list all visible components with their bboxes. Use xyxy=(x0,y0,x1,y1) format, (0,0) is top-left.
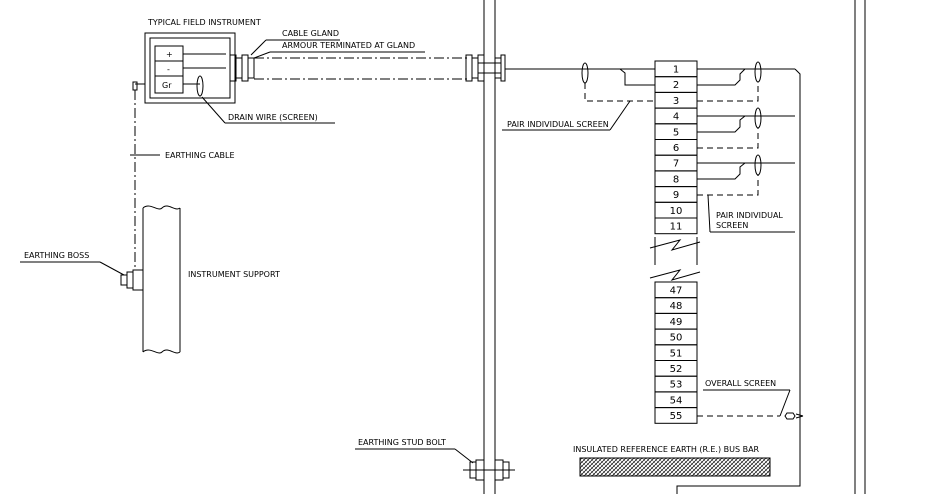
armour-terminated-label: ARMOUR TERMINATED AT GLAND xyxy=(282,41,415,50)
terminal-break xyxy=(649,237,701,281)
instrument-terminal-plus: + xyxy=(166,50,173,59)
pair-screen-right-label-2: SCREEN xyxy=(716,221,748,230)
terminal-number: 7 xyxy=(673,159,679,170)
drain-wire-label: DRAIN WIRE (SCREEN) xyxy=(228,113,318,122)
terminal-number: 4 xyxy=(673,112,679,123)
terminal-number: 3 xyxy=(673,96,679,107)
terminal-number: 11 xyxy=(670,222,683,233)
terminal-block-top: 1 2 3 4 5 6 7 8 9 10 11 xyxy=(654,60,698,235)
terminal-number: 48 xyxy=(670,301,683,312)
earthing-boss xyxy=(20,261,144,291)
cable-gland-instrument xyxy=(229,54,255,82)
terminal-number: 55 xyxy=(670,411,683,422)
terminal-number: 49 xyxy=(670,317,683,328)
terminal-number: 52 xyxy=(670,364,683,375)
terminal-number: 10 xyxy=(670,206,683,217)
pair-screen-right-label-1: PAIR INDIVIDUAL xyxy=(716,211,783,220)
instrument-support xyxy=(142,205,181,354)
instrument-terminal-minus: - xyxy=(167,65,170,74)
terminal-number: 2 xyxy=(673,80,679,91)
terminal-number: 6 xyxy=(673,143,679,154)
field-cable xyxy=(254,57,468,80)
terminal-cell xyxy=(654,407,698,424)
terminal-number: 47 xyxy=(670,286,683,297)
instrument-support-label: INSTRUMENT SUPPORT xyxy=(188,270,280,279)
terminal-block-bottom: 47 48 49 50 51 52 53 54 55 xyxy=(654,281,698,424)
earthing-boss-label: EARTHING BOSS xyxy=(24,251,89,260)
earthing-stud-bolt xyxy=(355,448,515,481)
field-instrument: + - Gr xyxy=(144,32,236,104)
instrument-terminal-gr: Gr xyxy=(162,81,172,90)
gland-leaders xyxy=(250,39,425,59)
earthing-stud-bolt-label: EARTHING STUD BOLT xyxy=(358,438,446,447)
re-bus-bar-label: INSULATED REFERENCE EARTH (R.E.) BUS BAR xyxy=(573,445,760,454)
terminal-number: 54 xyxy=(670,395,683,406)
cable-gland-label: CABLE GLAND xyxy=(282,29,339,38)
overall-screen-label: OVERALL SCREEN xyxy=(705,379,776,388)
outgoing-wires xyxy=(676,61,804,494)
terminal-cell xyxy=(654,217,698,235)
earthing-cable xyxy=(130,81,160,270)
terminal-number: 8 xyxy=(673,174,679,185)
cable-gland-panel xyxy=(465,54,506,82)
pair-screen-left-label: PAIR INDIVIDUAL SCREEN xyxy=(507,120,609,129)
re-bus-bar xyxy=(579,457,771,477)
incoming-wires xyxy=(502,62,655,131)
terminal-number: 53 xyxy=(670,380,683,391)
terminal-number: 51 xyxy=(670,348,683,359)
typical-field-instrument-label: TYPICAL FIELD INSTRUMENT xyxy=(147,18,261,27)
terminal-number: 5 xyxy=(673,127,679,138)
panel-walls xyxy=(483,0,866,494)
terminal-number: 9 xyxy=(673,190,679,201)
earthing-cable-label: EARTHING CABLE xyxy=(165,151,235,160)
terminal-number: 50 xyxy=(670,333,683,344)
terminal-number: 1 xyxy=(673,65,679,76)
